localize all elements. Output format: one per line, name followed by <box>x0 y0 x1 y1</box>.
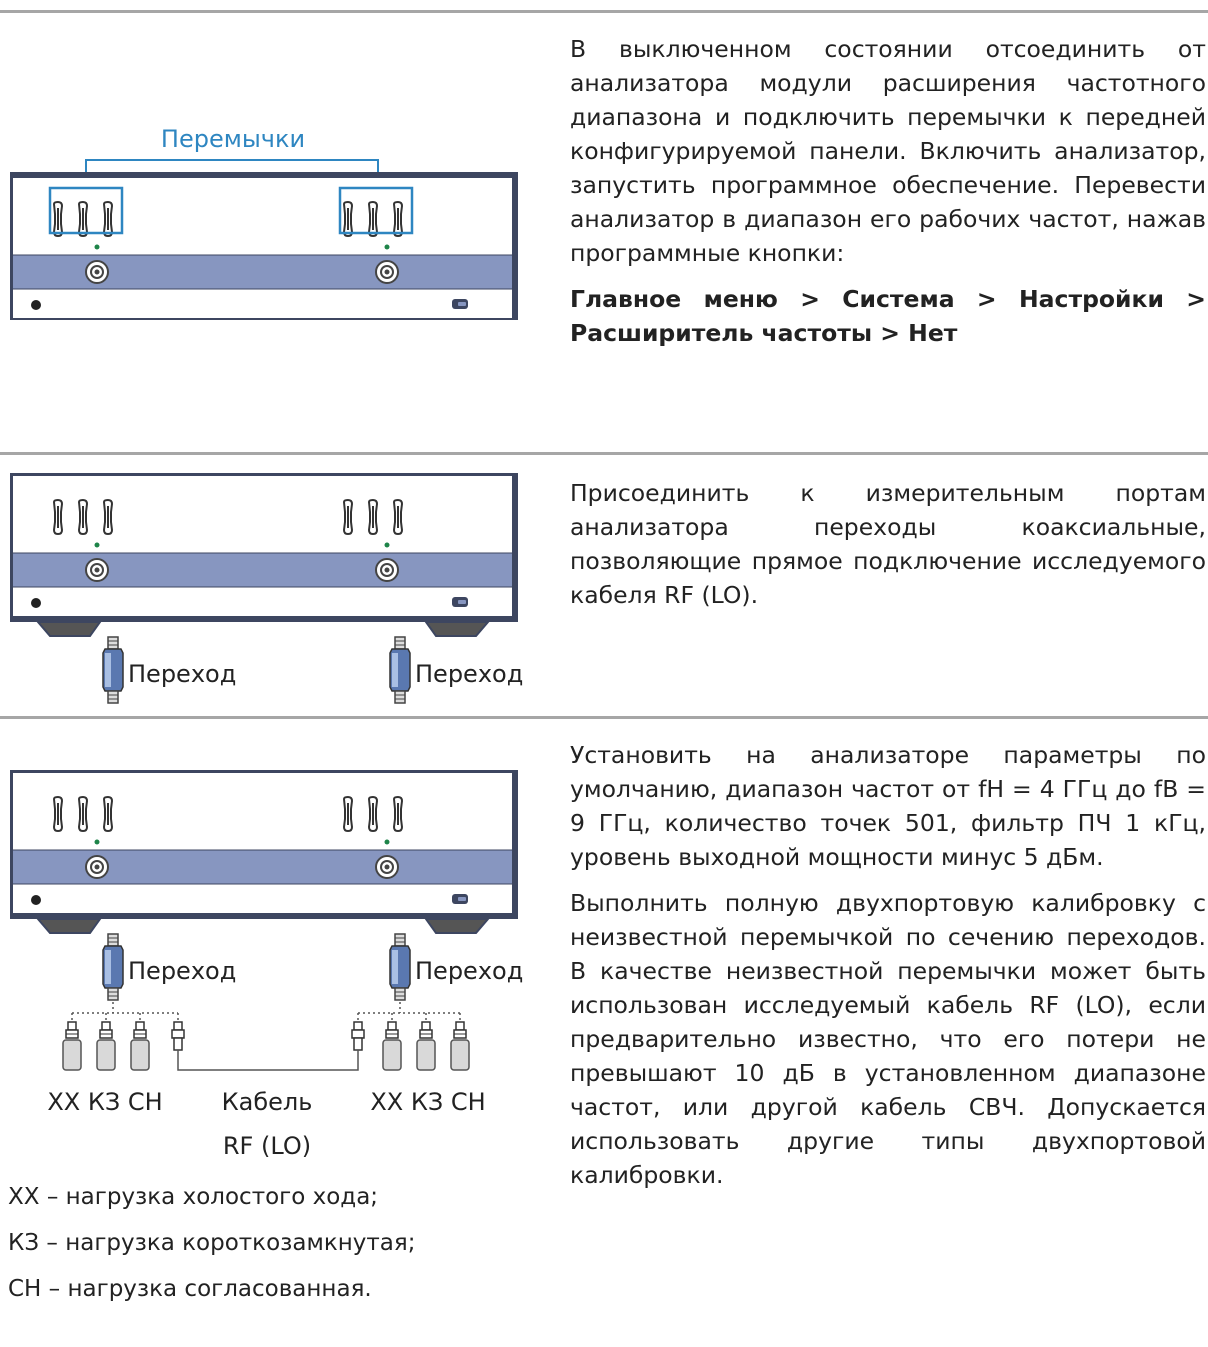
jumpers-label: Перемычки <box>161 125 305 153</box>
load-open-icon <box>382 1021 402 1071</box>
section-divider <box>0 716 1208 719</box>
cable-label-line1: Кабель <box>222 1088 313 1116</box>
instruction-paragraph: В выключенном состоянии отсоединить от а… <box>570 35 1206 267</box>
instruction-paragraph: Установить на анализаторе параметры по у… <box>570 741 1206 871</box>
adapter-icon <box>389 933 411 1001</box>
analyzer-figure-adapters: Переход Переход <box>10 473 523 704</box>
analyzer-figure-calibration: Переход Переход ХХ КЗ СН ХХ КЗ СН Кабель… <box>10 770 523 1160</box>
adapter-label-right: Переход <box>415 957 523 985</box>
section-2-text: Присоединить к измерительным портам анал… <box>570 476 1206 624</box>
instruction-paragraph: Выполнить полную двухпортовую калибровку… <box>570 889 1206 1189</box>
section-1-text: В выключенном состоянии отсоединить от а… <box>570 32 1206 362</box>
adapter-icon <box>102 636 124 704</box>
adapter-label-right: Переход <box>415 660 523 688</box>
legend-item: СН – нагрузка согласованная. <box>8 1276 372 1302</box>
load-short-icon <box>416 1021 436 1071</box>
load-match-icon <box>450 1021 470 1071</box>
load-legend: ХХ – нагрузка холостого хода; КЗ – нагру… <box>8 1180 415 1318</box>
adapter-icon <box>389 636 411 704</box>
cable-label-line2: RF (LO) <box>223 1132 311 1160</box>
load-open-icon <box>62 1021 82 1071</box>
adapter-icon <box>102 933 124 1001</box>
legend-item: ХХ – нагрузка холостого хода; <box>8 1184 379 1210</box>
loads-label-left: ХХ КЗ СН <box>47 1088 162 1116</box>
section-3-text: Установить на анализаторе параметры по у… <box>570 738 1206 1204</box>
analyzer-figure-jumpers: Перемычки <box>10 125 530 320</box>
load-match-icon <box>130 1021 150 1071</box>
legend-item: КЗ – нагрузка короткозамкнутая; <box>8 1230 416 1256</box>
adapter-label-left: Переход <box>128 660 236 688</box>
loads-label-right: ХХ КЗ СН <box>370 1088 485 1116</box>
load-short-icon <box>96 1021 116 1071</box>
menu-path: Главное меню > Система > Настройки > Рас… <box>570 285 1206 347</box>
cable-icon <box>171 1021 365 1071</box>
instruction-paragraph: Присоединить к измерительным портам анал… <box>570 479 1206 609</box>
section-divider <box>0 10 1208 13</box>
section-divider <box>0 452 1208 455</box>
adapter-label-left: Переход <box>128 957 236 985</box>
